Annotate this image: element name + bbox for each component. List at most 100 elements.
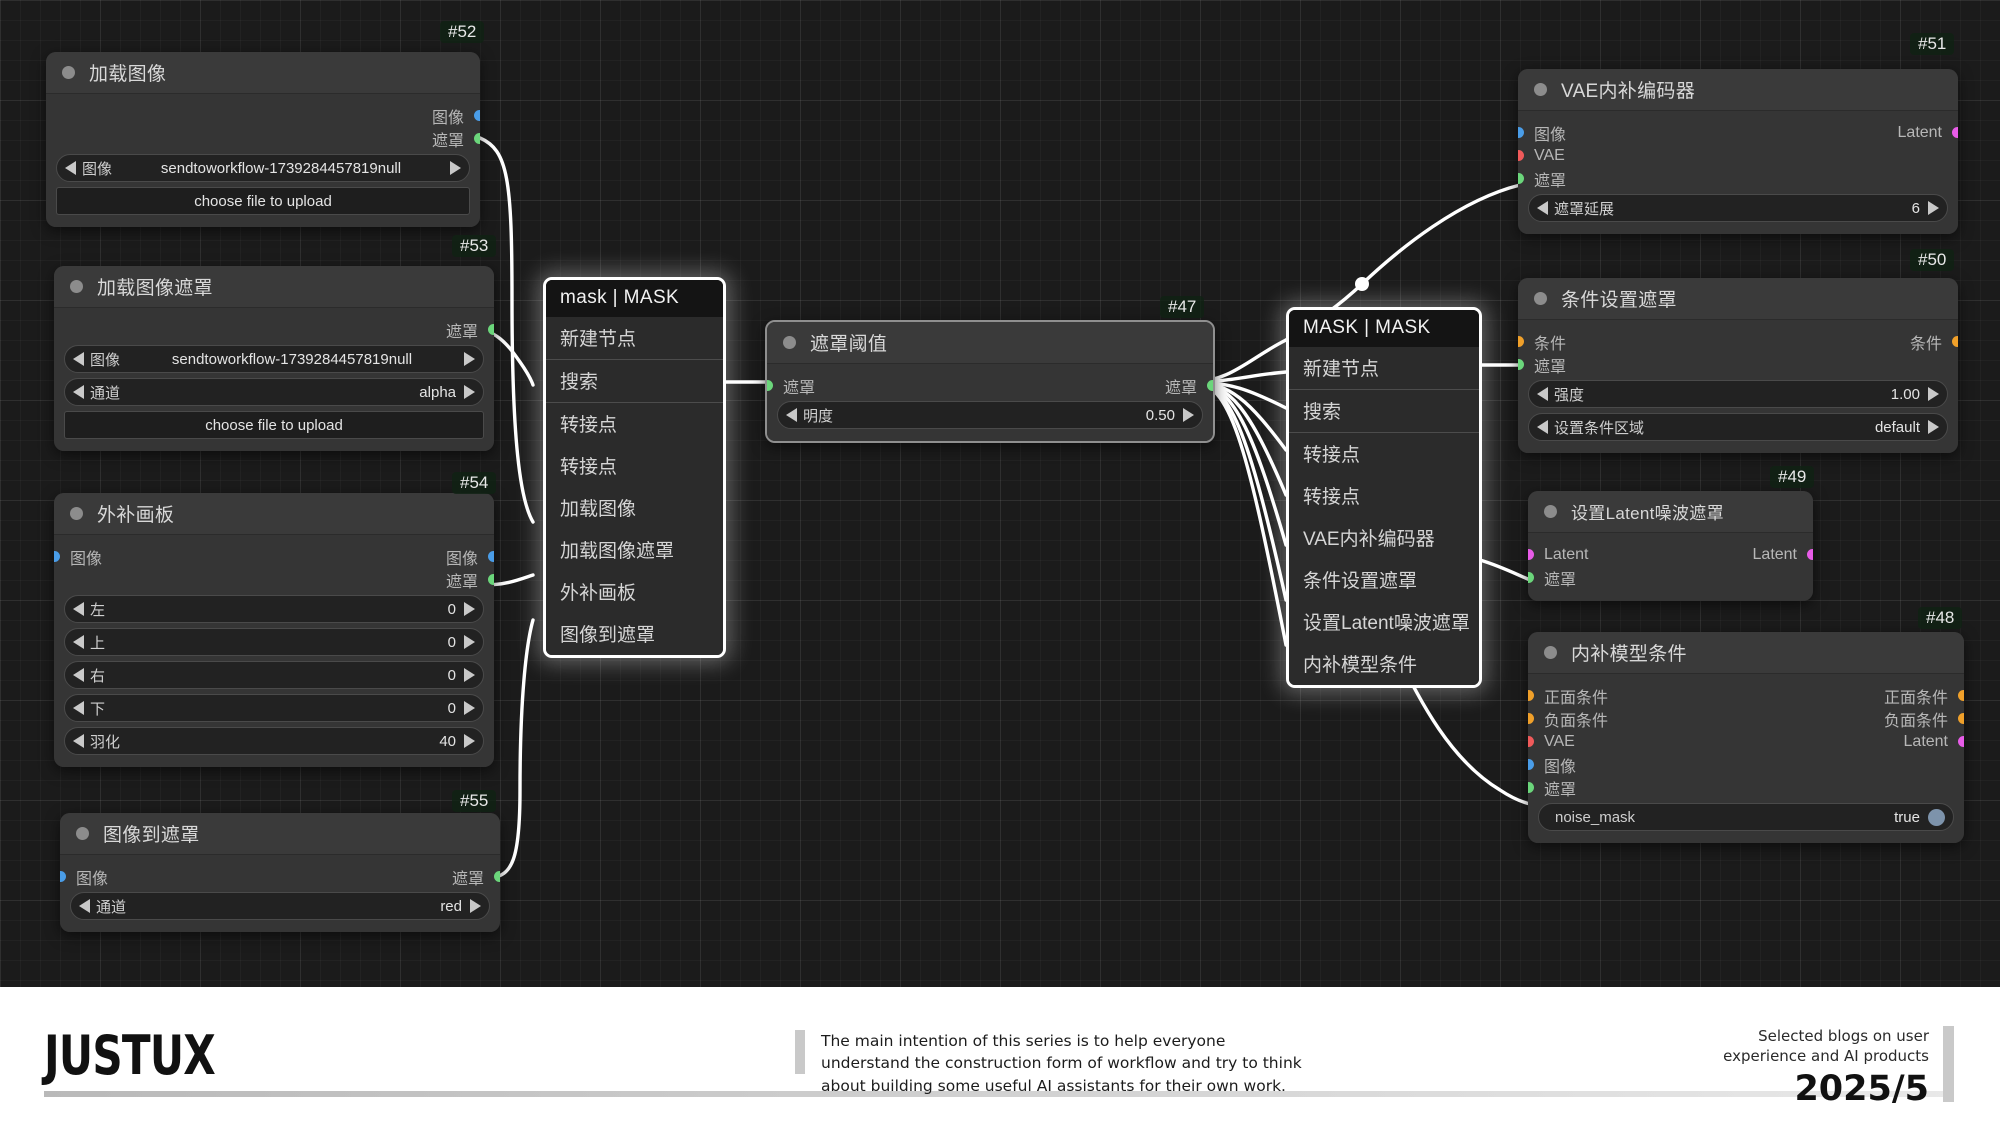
input-row-mask[interactable]: 遮罩 — [1528, 566, 1813, 589]
chevron-right-icon[interactable] — [464, 668, 475, 682]
node-header[interactable]: VAE内补编码器 — [1518, 69, 1958, 111]
menu-item-reroute-1[interactable]: 转接点 — [546, 403, 723, 445]
widget-combo-channel[interactable]: 通道 alpha — [64, 378, 484, 406]
widget-combo-image[interactable]: 图像 sendtoworkflow-1739284457819null — [64, 345, 484, 373]
node-vae-encode-inpaint[interactable]: VAE内补编码器 图像 Latent VAE 遮罩 — [1518, 69, 1958, 234]
output-port-mask[interactable] — [488, 574, 494, 585]
chevron-left-icon[interactable] — [73, 385, 84, 399]
chevron-left-icon[interactable] — [73, 668, 84, 682]
collapse-dot-icon[interactable] — [62, 66, 75, 79]
input-port-negative[interactable] — [1528, 713, 1534, 724]
menu-item-reroute-1[interactable]: 转接点 — [1289, 433, 1479, 475]
chevron-left-icon[interactable] — [79, 899, 90, 913]
io-row-vae-latent[interactable]: VAE Latent — [1528, 730, 1964, 753]
output-port-latent[interactable] — [1807, 549, 1813, 560]
chevron-right-icon[interactable] — [449, 161, 461, 175]
collapse-dot-icon[interactable] — [783, 336, 796, 349]
menu-item-outpaint-pad[interactable]: 外补画板 — [546, 571, 723, 613]
output-row-mask[interactable]: 遮罩 — [54, 318, 494, 341]
io-row-positive[interactable]: 正面条件 正面条件 — [1528, 684, 1964, 707]
collapse-dot-icon[interactable] — [1544, 646, 1557, 659]
output-port-latent[interactable] — [1952, 127, 1958, 138]
menu-item-new-node[interactable]: 新建节点 — [1289, 347, 1479, 390]
chevron-right-icon[interactable] — [463, 352, 475, 366]
input-row-vae[interactable]: VAE — [1518, 144, 1958, 167]
input-port-image[interactable] — [1528, 759, 1534, 770]
menu-item-load-image[interactable]: 加载图像 — [546, 487, 723, 529]
node-header[interactable]: 内补模型条件 — [1528, 632, 1964, 674]
node-load-image[interactable]: 加载图像 图像 遮罩 图像 sendtoworkflow-17392844578… — [46, 52, 480, 227]
menu-item-load-image-mask[interactable]: 加载图像遮罩 — [546, 529, 723, 571]
widget-toggle-noise-mask[interactable]: noise_mask true — [1538, 803, 1954, 831]
menu-item-vae-encode-inpaint[interactable]: VAE内补编码器 — [1289, 517, 1479, 559]
collapse-dot-icon[interactable] — [1544, 505, 1557, 518]
io-row-conditioning[interactable]: 条件 条件 — [1518, 330, 1958, 353]
widget-number-luminance[interactable]: 明度 0.50 — [777, 401, 1203, 429]
output-port-conditioning[interactable] — [1952, 336, 1958, 347]
input-port-positive[interactable] — [1528, 690, 1534, 701]
input-port-image[interactable] — [60, 871, 66, 882]
menu-item-conditioning-set-mask[interactable]: 条件设置遮罩 — [1289, 559, 1479, 601]
input-port-mask[interactable] — [1528, 782, 1534, 793]
output-port-image[interactable] — [488, 551, 494, 562]
output-row-image[interactable]: 图像 — [46, 104, 480, 127]
chevron-right-icon[interactable] — [470, 899, 481, 913]
widget-combo-channel[interactable]: 通道 red — [70, 892, 490, 920]
chevron-right-icon[interactable] — [464, 602, 475, 616]
input-row-image[interactable]: 图像 — [1528, 753, 1964, 776]
chevron-left-icon[interactable] — [73, 734, 84, 748]
chevron-right-icon[interactable] — [1928, 387, 1939, 401]
menu-item-new-node[interactable]: 新建节点 — [546, 317, 723, 360]
collapse-dot-icon[interactable] — [76, 827, 89, 840]
node-header[interactable]: 外补画板 — [54, 493, 494, 535]
output-port-mask[interactable] — [488, 324, 494, 335]
input-port-mask[interactable] — [1518, 173, 1524, 184]
chevron-left-icon[interactable] — [73, 635, 84, 649]
collapse-dot-icon[interactable] — [70, 507, 83, 520]
mask-source-menu[interactable]: mask | MASK 新建节点 搜索 转接点 转接点 加载图像 加载图像遮罩 … — [543, 277, 726, 658]
output-row-mask[interactable]: 遮罩 — [54, 568, 494, 591]
widget-upload-button[interactable]: choose file to upload — [64, 411, 484, 439]
widget-number-top[interactable]: 上 0 — [64, 628, 484, 656]
output-port-image[interactable] — [474, 110, 480, 121]
io-row-image-latent[interactable]: 图像 Latent — [1518, 121, 1958, 144]
menu-item-reroute-2[interactable]: 转接点 — [546, 445, 723, 487]
input-port-mask[interactable] — [767, 380, 773, 391]
input-row-mask[interactable]: 遮罩 — [1528, 776, 1964, 799]
toggle-knob-icon[interactable] — [1928, 808, 1945, 826]
node-header[interactable]: 图像到遮罩 — [60, 813, 500, 855]
menu-item-reroute-2[interactable]: 转接点 — [1289, 475, 1479, 517]
node-header[interactable]: 加载图像遮罩 — [54, 266, 494, 308]
input-port-vae[interactable] — [1518, 150, 1524, 161]
node-inpaint-model-conditioning[interactable]: 内补模型条件 正面条件 正面条件 负面条件 负面条件 VAE — [1528, 632, 1964, 843]
chevron-left-icon[interactable] — [1537, 420, 1548, 434]
output-port-mask[interactable] — [494, 871, 500, 882]
output-port-mask[interactable] — [474, 133, 480, 144]
chevron-left-icon[interactable] — [786, 408, 797, 422]
node-outpaint-pad[interactable]: 外补画板 图像 图像 遮罩 左 0 — [54, 493, 494, 767]
widget-number-left[interactable]: 左 0 — [64, 595, 484, 623]
menu-item-set-latent-noise-mask[interactable]: 设置Latent噪波遮罩 — [1289, 601, 1479, 643]
collapse-dot-icon[interactable] — [70, 280, 83, 293]
input-row-mask[interactable]: 遮罩 — [1518, 353, 1958, 376]
chevron-left-icon[interactable] — [1537, 387, 1548, 401]
input-row-mask[interactable]: 遮罩 — [1518, 167, 1958, 190]
chevron-right-icon[interactable] — [464, 635, 475, 649]
widget-combo-image[interactable]: 图像 sendtoworkflow-1739284457819null — [56, 154, 470, 182]
widget-combo-set-cond-area[interactable]: 设置条件区域 default — [1528, 413, 1948, 441]
chevron-left-icon[interactable] — [73, 701, 84, 715]
output-port-positive[interactable] — [1958, 690, 1964, 701]
widget-number-strength[interactable]: 强度 1.00 — [1528, 380, 1948, 408]
node-header[interactable]: 设置Latent噪波遮罩 — [1528, 491, 1813, 533]
chevron-left-icon[interactable] — [1537, 201, 1548, 215]
widget-number-right[interactable]: 右 0 — [64, 661, 484, 689]
input-port-image[interactable] — [54, 551, 60, 562]
mask-target-menu[interactable]: MASK | MASK 新建节点 搜索 转接点 转接点 VAE内补编码器 条件设… — [1286, 307, 1482, 688]
widget-upload-button[interactable]: choose file to upload — [56, 187, 470, 215]
node-set-latent-noise-mask[interactable]: 设置Latent噪波遮罩 Latent Latent 遮罩 — [1528, 491, 1813, 601]
output-port-mask[interactable] — [1207, 380, 1213, 391]
input-port-mask[interactable] — [1518, 359, 1524, 370]
input-port-image[interactable] — [1518, 127, 1524, 138]
node-mask-threshold[interactable]: 遮罩阈值 遮罩 遮罩 明度 0.50 — [765, 320, 1215, 443]
io-row-image-mask[interactable]: 图像 遮罩 — [60, 865, 500, 888]
